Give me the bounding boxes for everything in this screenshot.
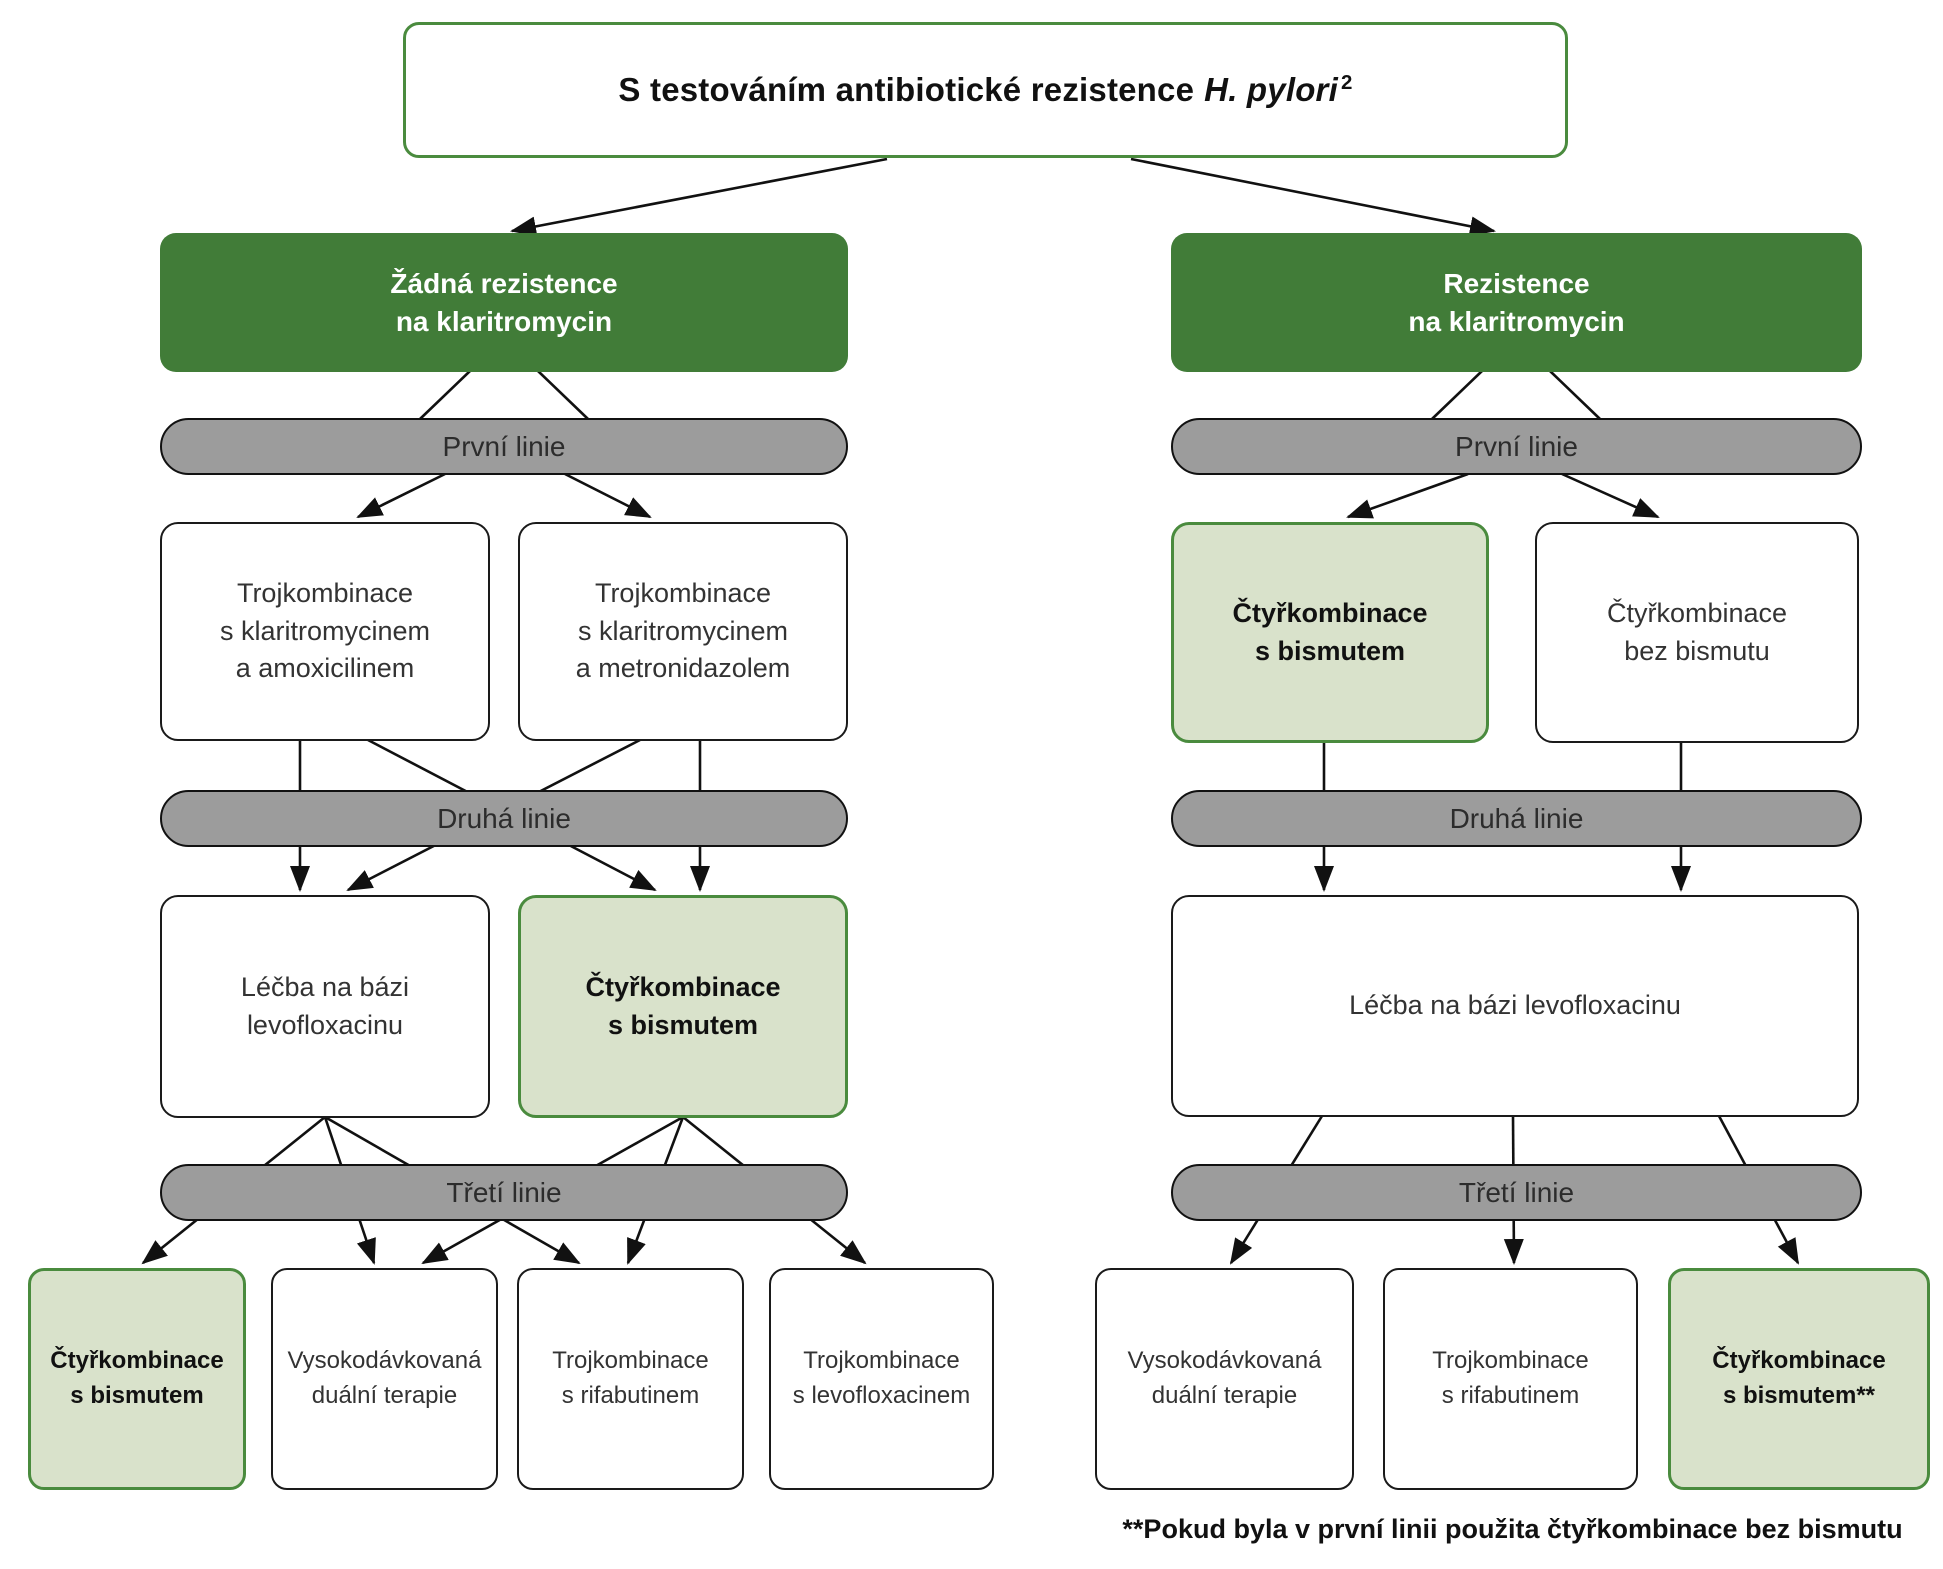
right-box-levofloxacin: Léčba na bázi levofloxacinu [1171,895,1859,1117]
left-pill-third-line: Třetí linie [160,1164,848,1221]
left-third-levofloxacin: Trojkombinace s levofloxacinem [769,1268,994,1490]
left-box-bismuth-quadruple: Čtyřkombinace s bismutem [518,895,848,1118]
left-third-high-dose-dual: Vysokodávkovaná duální terapie [271,1268,498,1490]
left-box-levofloxacin: Léčba na bázi levofloxacinu [160,895,490,1118]
title-reference: 2 [1340,71,1353,94]
left-third-rifabutin: Trojkombinace s rifabutinem [517,1268,744,1490]
left-pill-first-line: První linie [160,418,848,475]
left-box-triple-amoxicilin: Trojkombinace s klaritromycinem a amoxic… [160,522,490,741]
left-third-bismuth-quadruple: Čtyřkombinace s bismutem [28,1268,246,1490]
title-pathogen-italic: H. pylori [1204,71,1338,108]
right-third-high-dose-dual: Vysokodávkovaná duální terapie [1095,1268,1354,1490]
right-box-non-bismuth-quadruple: Čtyřkombinace bez bismutu [1535,522,1859,743]
right-box-bismuth-quadruple: Čtyřkombinace s bismutem [1171,522,1489,743]
right-third-rifabutin: Trojkombinace s rifabutinem [1383,1268,1638,1490]
right-pill-second-line: Druhá linie [1171,790,1862,847]
right-third-bismuth-quadruple: Čtyřkombinace s bismutem** [1668,1268,1930,1490]
left-pill-second-line: Druhá linie [160,790,848,847]
footnote: **Pokud byla v první linii použita čtyřk… [1122,1514,1903,1544]
right-branch-header: Rezistence na klaritromycin [1171,233,1862,372]
right-pill-first-line: První linie [1171,418,1862,475]
right-pill-third-line: Třetí linie [1171,1164,1862,1221]
left-branch-header: Žádná rezistence na klaritromycin [160,233,848,372]
left-box-triple-metronidazol: Trojkombinace s klaritromycinem a metron… [518,522,848,741]
